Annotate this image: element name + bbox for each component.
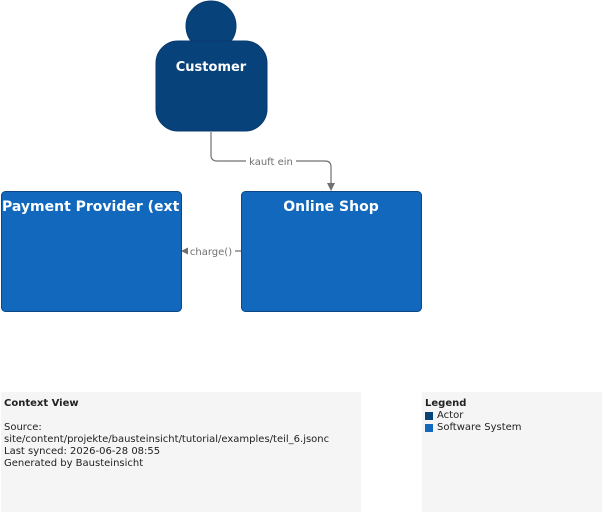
legend-panel: Legend Actor Software System — [422, 392, 602, 512]
edge-charge[interactable]: charge() — [181, 244, 241, 258]
customer-label: Customer — [176, 60, 247, 75]
context-view-title: Context View — [4, 398, 79, 409]
actor-swatch-icon — [425, 412, 433, 420]
edge-charge-label-bg — [188, 244, 235, 258]
payment-provider-label: Payment Provider (ext — [2, 199, 180, 215]
online-shop-box — [241, 191, 422, 312]
payment-provider-box — [1, 191, 182, 312]
legend-item-label: Actor — [437, 410, 464, 421]
last-synced: Last synced: 2026-06-28 08:55 — [4, 446, 161, 457]
customer-body — [155, 40, 268, 132]
context-info-panel: Context View Source: site/content/projek… — [1, 392, 361, 512]
legend-title: Legend — [425, 398, 467, 409]
source-label: Source: — [4, 422, 42, 433]
node-customer[interactable]: Customer — [155, 0, 268, 132]
node-payment-provider[interactable]: Payment Provider (ext — [1, 191, 182, 312]
edge-kauft-ein[interactable]: kauft ein — [210, 132, 335, 191]
generated-by: Generated by Bausteinsicht — [4, 458, 144, 469]
node-online-shop[interactable]: Online Shop — [241, 191, 422, 312]
edge-charge-label: charge() — [190, 247, 232, 258]
software-system-swatch-icon — [425, 424, 433, 432]
edge-kauft-ein-label-bg — [246, 154, 296, 168]
online-shop-label: Online Shop — [283, 199, 379, 215]
edge-kauft-ein-label: kauft ein — [249, 157, 293, 168]
legend-item-actor: Actor — [425, 410, 602, 422]
source-path: site/content/projekte/bausteinsicht/tuto… — [4, 434, 330, 445]
legend-item-label: Software System — [437, 422, 522, 433]
legend-item-software-system: Software System — [425, 422, 602, 434]
